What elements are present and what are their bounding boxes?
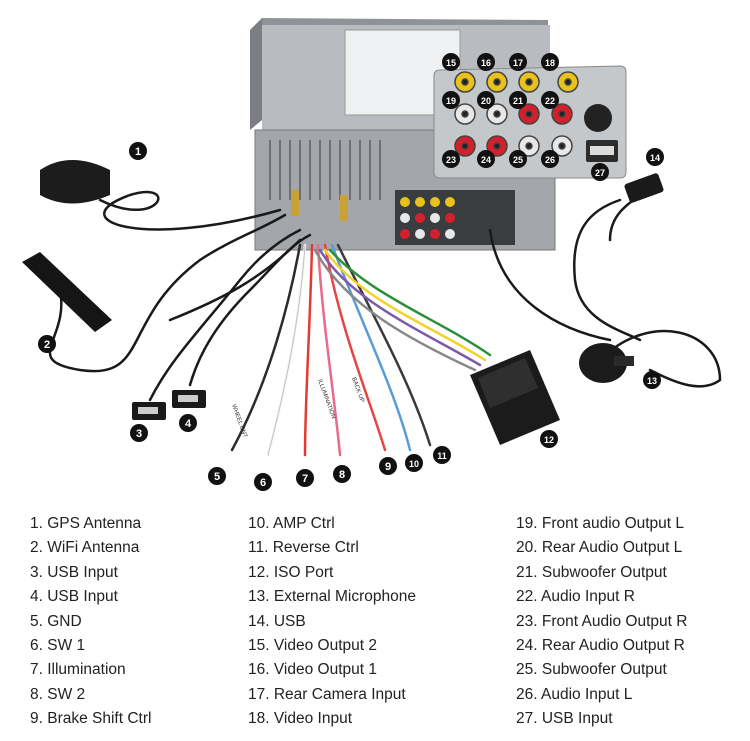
legend-item: 21. Subwoofer Output	[516, 563, 667, 581]
legend-item: 2. WiFi Antenna	[30, 539, 140, 557]
legend-item: 17. Rear Camera Input	[248, 685, 406, 703]
svg-text:27: 27	[595, 168, 605, 178]
iso-connector	[470, 350, 560, 445]
legend-item: 10. AMP Ctrl	[248, 515, 335, 532]
callout-10: 10	[405, 454, 423, 472]
svg-text:18: 18	[545, 58, 555, 68]
callout-17: 17	[509, 53, 527, 71]
callout-3: 3	[130, 424, 148, 442]
callout-27: 27	[591, 163, 609, 181]
legend-item: 3. USB Input	[30, 563, 118, 581]
legend-item: 27. USB Input	[516, 710, 613, 728]
legend-item: 12. ISO Port	[248, 563, 334, 581]
svg-text:17: 17	[513, 58, 523, 68]
legend-column-2: 10. AMP Ctrl 11. Reverse Ctrl 12. ISO Po…	[248, 512, 416, 732]
svg-text:19: 19	[446, 96, 456, 106]
legend-item: 25. Subwoofer Output	[516, 661, 667, 679]
antenna-jack	[340, 195, 348, 221]
callout-21: 21	[509, 91, 527, 109]
callout-16: 16	[477, 53, 495, 71]
callout-23: 23	[442, 150, 460, 168]
legend-item: 15. Video Output 2	[248, 637, 377, 655]
legend-item: 1. GPS Antenna	[30, 515, 142, 532]
callout-15: 15	[442, 53, 460, 71]
legend-item: 5. GND	[30, 612, 82, 630]
legend-item: 22. Audio Input R	[516, 588, 635, 606]
rca-inset-panel	[433, 65, 627, 179]
svg-text:21: 21	[513, 96, 523, 106]
svg-text:2: 2	[44, 339, 50, 351]
callout-1: 1	[129, 142, 147, 160]
callout-9: 9	[379, 457, 397, 475]
legend-item: 26. Audio Input L	[516, 685, 633, 703]
legend-item: 4. USB Input	[30, 588, 118, 606]
callout-4: 4	[179, 414, 197, 432]
legend-item: 18. Video Input	[248, 710, 352, 728]
legend-item: 13. External Microphone	[248, 588, 417, 606]
svg-text:25: 25	[513, 155, 523, 165]
svg-text:6: 6	[260, 477, 266, 489]
callout-2: 2	[38, 335, 56, 353]
callout-13: 13	[643, 371, 661, 389]
callout-20: 20	[477, 91, 495, 109]
callout-11: 11	[433, 446, 451, 464]
callout-12: 12	[540, 430, 558, 448]
wiring-diagram: WHEEL CNT ILLUMINATION BACK UP 1 2 3 4 5…	[22, 18, 722, 491]
legend-item: 9. Brake Shift Ctrl	[30, 710, 152, 728]
legend-item: 19. Front audio Output L	[516, 515, 685, 532]
mic-port-inset	[584, 104, 612, 132]
legend-item: 11. Reverse Ctrl	[248, 539, 359, 557]
callout-26: 26	[541, 150, 559, 168]
svg-text:24: 24	[481, 155, 491, 165]
svg-text:3: 3	[136, 428, 142, 440]
svg-text:11: 11	[437, 451, 447, 461]
svg-text:12: 12	[544, 435, 554, 445]
svg-text:8: 8	[339, 469, 345, 481]
legend-item: 8. SW 2	[30, 685, 86, 703]
svg-text:10: 10	[409, 459, 419, 469]
svg-text:5: 5	[214, 471, 220, 483]
svg-text:13: 13	[647, 376, 657, 386]
legend-column-1: 1. GPS Antenna 2. WiFi Antenna 3. USB In…	[30, 512, 151, 732]
callout-8: 8	[333, 465, 351, 483]
callout-5: 5	[208, 467, 226, 485]
antenna-jack	[291, 190, 299, 216]
legend-item: 16. Video Output 1	[248, 661, 377, 679]
svg-text:26: 26	[545, 155, 555, 165]
callout-18: 18	[541, 53, 559, 71]
gps-antenna	[40, 160, 110, 204]
usb-14	[624, 173, 664, 203]
callout-22: 22	[541, 91, 559, 109]
legend-item: 6. SW 1	[30, 637, 86, 655]
rear-rca-jacks	[400, 197, 455, 239]
svg-text:20: 20	[481, 96, 491, 106]
svg-text:9: 9	[385, 461, 391, 473]
external-microphone	[579, 343, 634, 383]
svg-text:7: 7	[302, 473, 308, 485]
callout-19: 19	[442, 91, 460, 109]
legend-item: 20. Rear Audio Output L	[516, 539, 683, 557]
legend-item: 24. Rear Audio Output R	[516, 637, 685, 655]
wifi-antenna	[22, 252, 112, 332]
usb-port-inset	[590, 146, 614, 155]
svg-text:4: 4	[185, 418, 192, 430]
callout-25: 25	[509, 150, 527, 168]
legend-item: 23. Front Audio Output R	[516, 612, 688, 630]
svg-text:14: 14	[650, 153, 660, 163]
svg-text:23: 23	[446, 155, 456, 165]
legend-item: 7. Illumination	[30, 661, 126, 679]
wire-harness	[230, 243, 492, 457]
callout-6: 6	[254, 473, 272, 491]
rear-rca-panel	[395, 190, 515, 245]
legend-item: 14. USB	[248, 612, 306, 630]
svg-text:16: 16	[481, 58, 491, 68]
svg-text:1: 1	[135, 146, 141, 158]
callout-14: 14	[646, 148, 664, 166]
legend-column-3: 19. Front audio Output L 20. Rear Audio …	[516, 512, 687, 732]
svg-text:15: 15	[446, 58, 456, 68]
svg-text:22: 22	[545, 96, 555, 106]
callout-24: 24	[477, 150, 495, 168]
callout-7: 7	[296, 469, 314, 487]
